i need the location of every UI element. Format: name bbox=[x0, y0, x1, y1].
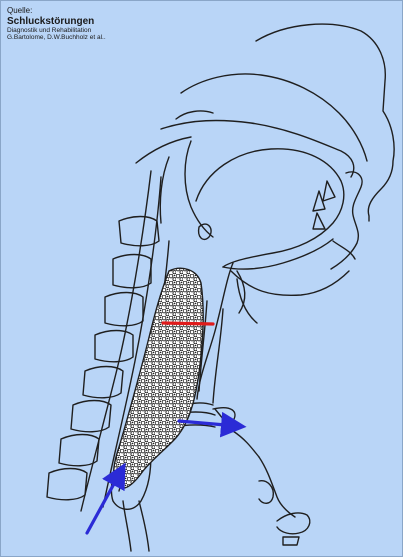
lower-teeth bbox=[313, 213, 325, 229]
vertebra-c8 bbox=[47, 469, 87, 500]
tube-lower bbox=[259, 457, 295, 517]
vallecula-loop bbox=[199, 224, 211, 239]
palate-outline bbox=[161, 121, 354, 177]
oral-cavity-outline bbox=[223, 239, 333, 269]
bolus bbox=[114, 268, 203, 488]
vertebra-c1 bbox=[119, 217, 159, 246]
lower-lip-outline bbox=[333, 241, 355, 259]
nasopharynx-wall bbox=[176, 111, 213, 119]
mandible-lower bbox=[237, 279, 257, 323]
tube-upper bbox=[215, 409, 259, 457]
vertebra-c4 bbox=[95, 331, 133, 362]
vertebra-c3 bbox=[105, 293, 143, 326]
tongue-outline bbox=[196, 149, 344, 267]
nasal-cavity-outline bbox=[181, 74, 367, 161]
tube-flange bbox=[283, 537, 299, 545]
jaw-outline bbox=[231, 271, 349, 295]
soft-palate bbox=[185, 141, 213, 237]
larynx-anterior-wall bbox=[213, 309, 223, 403]
tube-bulge bbox=[259, 481, 273, 504]
posterior-pharyngeal-wall-upper bbox=[160, 157, 169, 223]
red-marker-line bbox=[163, 323, 213, 324]
vertebra-c2 bbox=[113, 255, 151, 288]
blue-arrow-esophagus bbox=[87, 471, 121, 533]
esophagus-lower-2 bbox=[139, 501, 149, 551]
cranial-base bbox=[136, 137, 191, 163]
upper-teeth bbox=[313, 181, 335, 211]
